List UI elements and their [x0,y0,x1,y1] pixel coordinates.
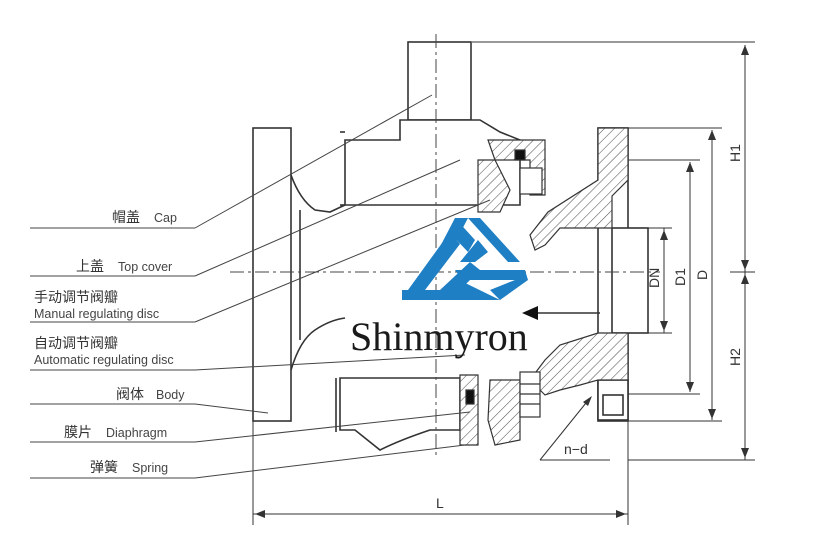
automatic-disc-label-en: Automatic regulating disc [34,353,174,367]
spring-label-cn: 弹簧 [90,460,118,476]
manual-disc-label-en: Manual regulating disc [34,307,159,321]
part-label-top-cover: 上盖 Top cover [76,259,172,275]
top-cover-label-en: Top cover [118,260,172,274]
center-lines [230,34,660,455]
automatic-disc-label-cn: 自动调节阀瓣 [34,336,118,352]
brand-name: Shinmyron [350,314,528,359]
leader-lines [30,94,491,479]
flow-arrow-icon [522,306,538,320]
part-label-manual-disc: 手动调节阀瓣 Manual regulating disc [34,290,159,321]
part-label-automatic-disc: 自动调节阀瓣 Automatic regulating disc [34,336,174,367]
dimension-lines [252,41,755,525]
part-label-diaphragm: 膜片 Diaphragm [64,425,167,441]
diaphragm-label-cn: 膜片 [64,425,92,441]
part-label-spring: 弹簧 Spring [90,460,168,476]
spring-label-en: Spring [132,461,168,475]
hatched-sections [459,127,629,446]
dim-h1: H1 [727,144,743,162]
part-label-body: 阀体 Body [116,387,185,403]
dim-l: L [436,495,444,511]
dim-h2: H2 [727,348,743,366]
dimension-arrows [255,45,749,518]
body-label-en: Body [156,388,185,402]
cap-label-cn: 帽盖 [112,210,140,226]
diaphragm-label-en: Diaphragm [106,426,167,440]
cap-label-en: Cap [154,211,177,225]
dim-dn: DN [646,268,662,288]
manual-disc-label-cn: 手动调节阀瓣 [34,290,118,306]
body-label-cn: 阀体 [116,387,144,403]
dim-d: D [694,270,710,280]
dim-nd: n−d [564,441,588,457]
dim-d1: D1 [672,268,688,286]
brand-logo-icon [402,218,528,300]
top-cover-label-cn: 上盖 [76,259,104,275]
part-label-cap: 帽盖 Cap [112,210,177,226]
